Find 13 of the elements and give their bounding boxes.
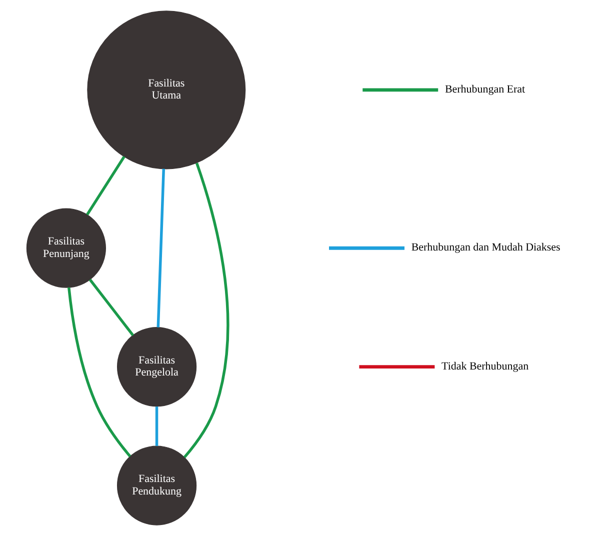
connector [88, 278, 134, 336]
legend-label: Berhubungan Erat [444, 84, 525, 96]
connector [67, 287, 131, 458]
connector [156, 168, 165, 328]
connector [154, 406, 158, 446]
node-circle: Fasilitas Pengelola [116, 327, 196, 407]
node-circle: Fasilitas Pendukung [116, 446, 196, 526]
node-circle: Fasilitas Utama [86, 10, 246, 170]
connector [182, 162, 229, 458]
legend-label: Berhubungan dan Mudah Diakses [410, 242, 560, 254]
node-circle: Fasilitas Penunjang [26, 208, 106, 288]
legend-label: Tidak Berhubungan [441, 360, 528, 372]
connector [86, 156, 125, 216]
